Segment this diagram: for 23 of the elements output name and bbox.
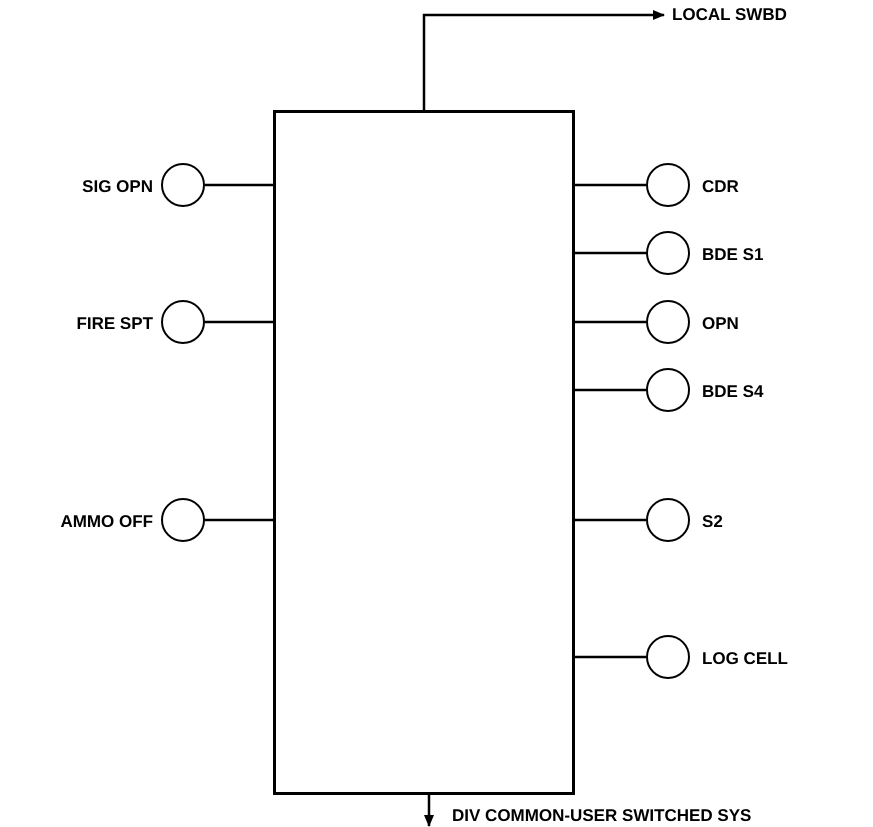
connector-line [575,252,646,254]
connector-line [205,184,273,186]
connector-line [205,320,273,324]
arrow [424,795,434,827]
switchboard-box [273,110,575,795]
connector-line [575,320,646,324]
station-label: OPN [702,314,739,334]
connector-line [575,518,646,522]
station-label: AMMO OFF [60,512,153,532]
connector-line [575,656,646,658]
station-label: CDR [702,177,739,197]
station-label: S2 [702,512,723,532]
connector-line [205,518,273,522]
station-label: FIRE SPT [76,314,153,334]
connector-line [575,184,646,186]
connector-line [575,388,646,392]
station-label: BDE S1 [702,245,764,265]
destination-label: DIV COMMON-USER SWITCHED SYS [452,806,752,826]
station-label: LOG CELL [702,649,788,669]
station-label: BDE S4 [702,382,764,402]
arrow [422,10,665,110]
station-label: SIG OPN [82,177,153,197]
destination-label: LOCAL SWBD [672,5,787,25]
